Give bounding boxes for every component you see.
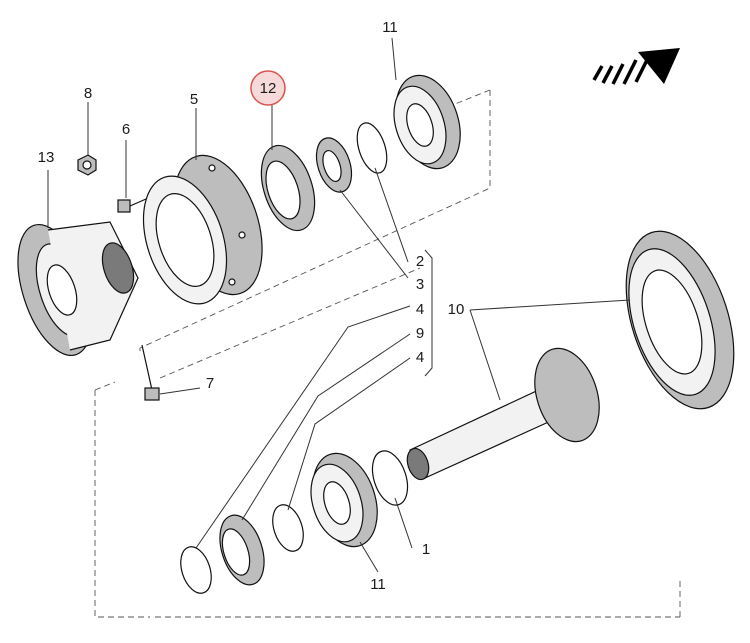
callout-8: 8 [84,85,92,102]
part-shim [371,450,409,506]
part-seal-ring [260,144,316,232]
part-slotted-nut [315,137,353,193]
direction-arrow-icon [592,48,680,85]
callout-6: 6 [122,121,130,138]
part-pinion-shaft [406,347,600,481]
part-washer-lower [272,504,304,552]
callout-1: 1 [422,541,430,558]
callout-13: 13 [38,149,55,166]
part-lock-washer-upper [356,122,388,174]
part-bearing-lower [310,452,378,548]
callout-9: 9 [416,325,424,342]
part-bolt-lower [141,344,160,401]
callout-11-bottom: 11 [370,576,386,593]
part-housing [142,154,263,305]
part-spacer [219,514,265,586]
part-flange-hub [17,221,139,357]
callout-2: 2 [416,253,424,270]
callout-5: 5 [190,91,198,108]
part-washer-bottom [180,546,212,594]
callout-11-top: 11 [382,19,398,36]
callout-12: 12 [260,80,277,97]
part-ring-gear [625,230,735,410]
callout-4-lower: 4 [416,349,424,366]
callout-3: 3 [416,276,424,293]
leader-lines [47,37,631,573]
callout-10: 10 [448,301,465,318]
callout-4-upper: 4 [416,301,424,318]
callout-7: 7 [206,375,214,392]
part-nut [77,154,97,176]
callout-12-highlight [250,70,286,106]
assembly-boundary-lower [94,267,681,618]
assembly-boundary-upper [139,89,491,355]
part-bearing-upper [393,74,461,170]
